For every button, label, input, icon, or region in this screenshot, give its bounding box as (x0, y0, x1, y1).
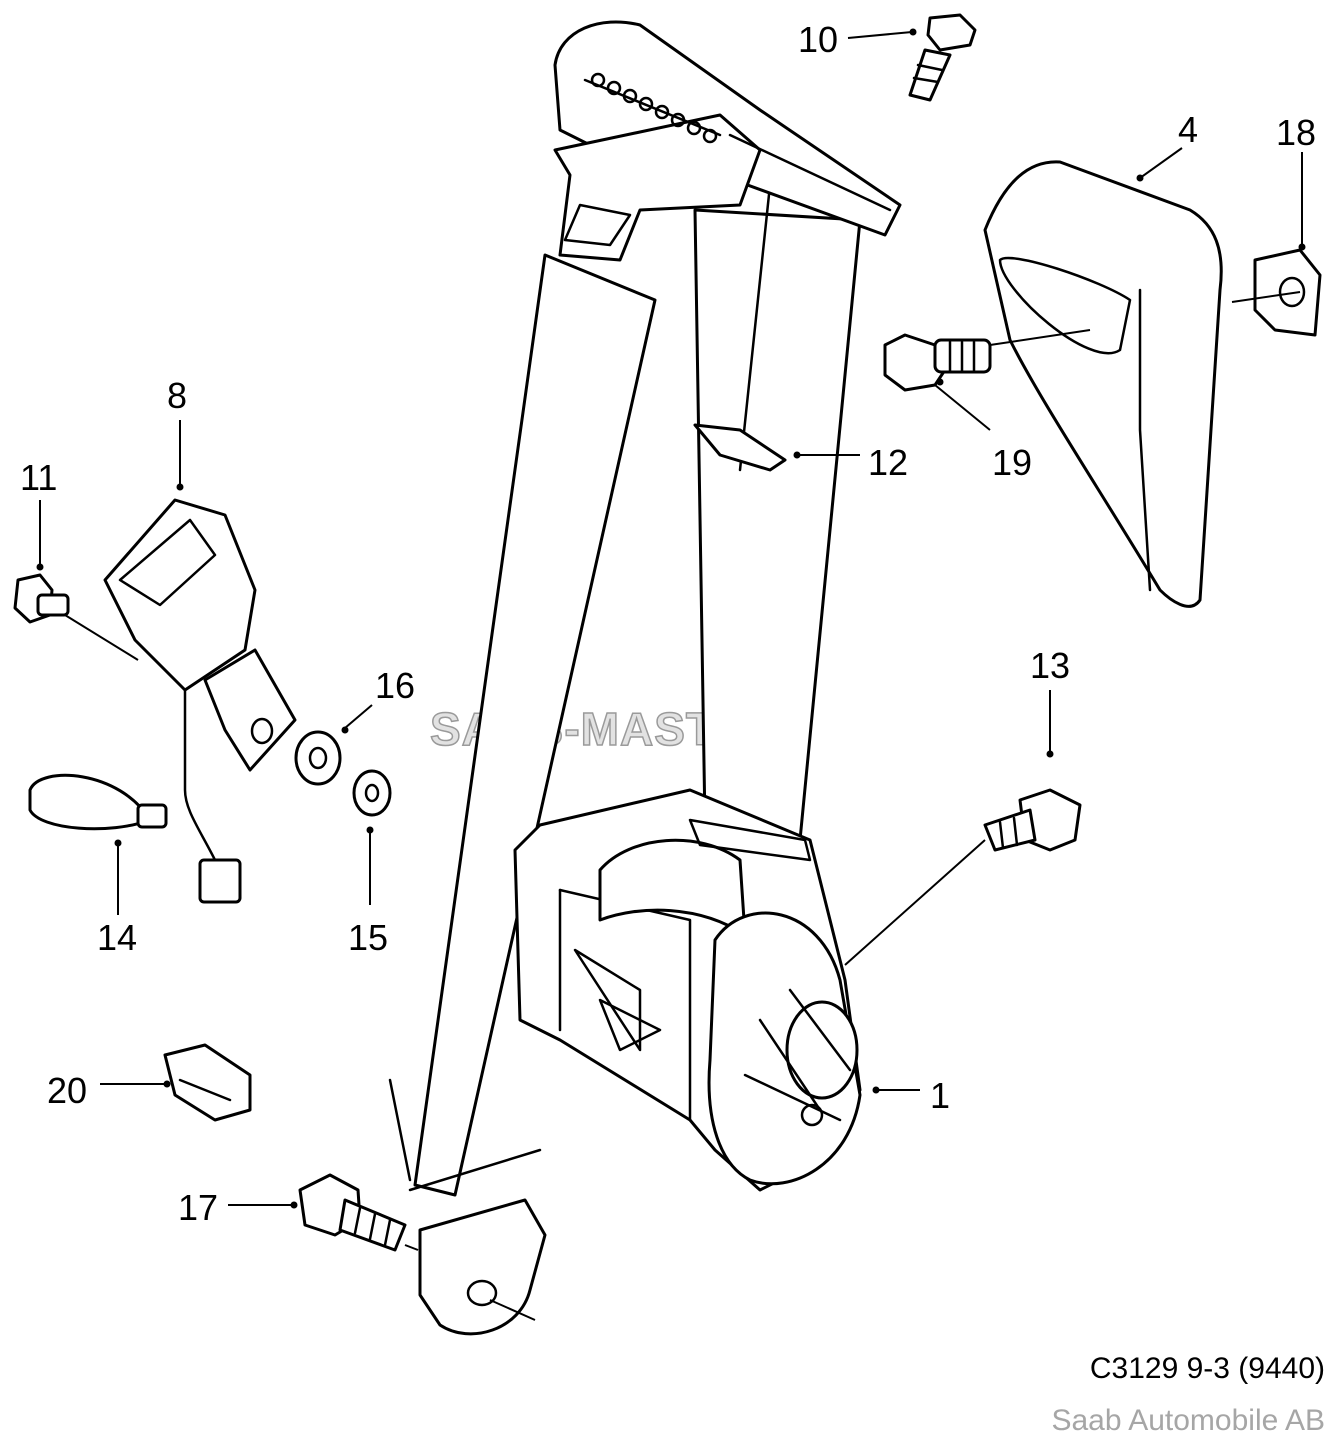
callout-19: 19 (992, 442, 1032, 483)
buckle-screw (13, 573, 70, 624)
callout-4: 4 (1178, 109, 1198, 150)
seat-belt-buckle (103, 498, 297, 904)
belt-webbing (388, 183, 862, 1197)
callout-15: 15 (348, 917, 388, 958)
reel-mounting-bolt (983, 788, 1082, 852)
clip (163, 1043, 252, 1122)
callout-11: 11 (20, 457, 57, 498)
anchor-bolt (298, 1173, 407, 1252)
washer-small (352, 769, 392, 817)
manufacturer-credit: Saab Automobile AB (1051, 1404, 1325, 1437)
belt-retractor-reel (513, 788, 862, 1192)
washer-large (294, 730, 342, 786)
callout-16: 16 (375, 665, 415, 706)
lower-anchor-plate (418, 1198, 547, 1336)
callout-13: 13 (1030, 645, 1070, 686)
callout-8: 8 (167, 375, 187, 416)
diagram-code: C3129 9-3 (9440) (1089, 1352, 1325, 1385)
callout-14: 14 (97, 917, 137, 958)
belt-stop-button (693, 423, 787, 472)
upper-belt-guide (553, 20, 902, 262)
callout-1: 1 (930, 1075, 950, 1116)
callout-20: 20 (47, 1070, 87, 1111)
cable-tie (28, 773, 168, 831)
callout-17: 17 (178, 1187, 218, 1228)
callout-10: 10 (798, 19, 838, 60)
upper-mounting-bolt (908, 13, 977, 102)
callout-labels: 10 4 18 19 12 8 11 16 15 14 13 1 20 17 (20, 19, 1316, 1228)
callout-12: 12 (868, 442, 908, 483)
callout-18: 18 (1276, 112, 1316, 153)
leader-lines (36, 28, 1306, 1321)
trim-cover (983, 160, 1223, 608)
clip-nut (1253, 248, 1322, 337)
cover-bolt (883, 333, 992, 392)
